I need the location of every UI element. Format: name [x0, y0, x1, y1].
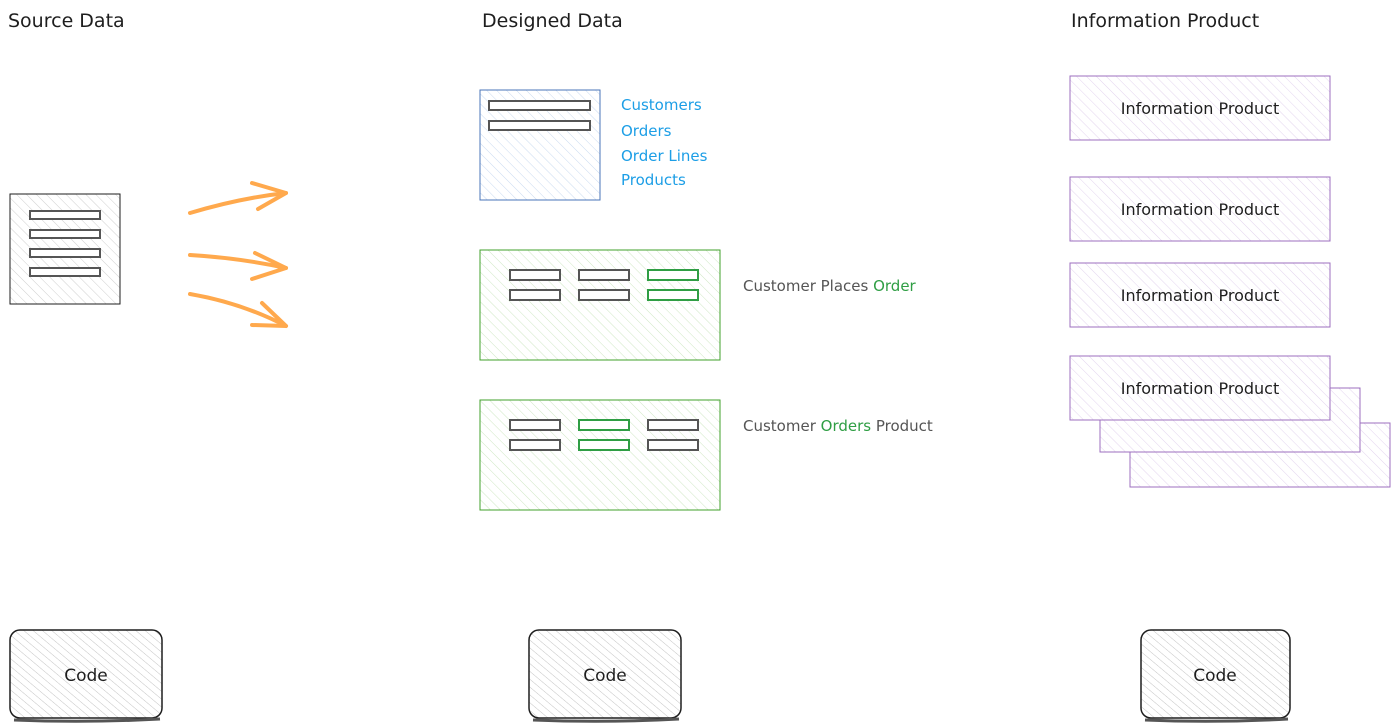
relationship-box-orders-product [479, 399, 721, 511]
flow-arrow-middle [188, 251, 288, 281]
table-name-orders: Orders [621, 122, 672, 140]
table-name-order-lines: Order Lines [621, 147, 708, 165]
relationship-label-places-order: Customer Places Order [743, 277, 917, 295]
code-block-source: Code [9, 629, 163, 723]
code-block-product: Code [1140, 629, 1291, 723]
information-product-box-2: Information Product [1069, 176, 1331, 242]
code-label-designed: Code [583, 666, 627, 686]
source-data-title: Source Data [8, 10, 125, 32]
table-names: Customers Orders Order Lines Products [621, 96, 708, 189]
designed-data-title: Designed Data [482, 10, 623, 32]
information-product-label-1: Information Product [1121, 99, 1279, 118]
table-list-box [479, 89, 601, 201]
code-label-product: Code [1193, 666, 1237, 686]
information-product-box-3: Information Product [1069, 262, 1331, 328]
information-product-title: Information Product [1071, 10, 1259, 32]
relationship-label-orders-product: Customer Orders Product [743, 417, 933, 435]
information-product-label-2: Information Product [1121, 200, 1279, 219]
table-name-products: Products [621, 171, 686, 189]
flow-arrow-bottom [188, 292, 288, 328]
information-product-box-1: Information Product [1069, 75, 1331, 141]
flow-arrows [188, 181, 288, 328]
source-document [9, 193, 121, 305]
table-name-customers: Customers [621, 96, 702, 114]
code-label-source: Code [64, 666, 108, 686]
information-product-stack: Information Product [1069, 355, 1391, 488]
code-block-designed: Code [528, 629, 682, 723]
flow-arrow-top [188, 181, 288, 215]
information-product-label-4: Information Product [1121, 379, 1279, 398]
relationship-box-places-order [479, 249, 721, 361]
information-product-label-3: Information Product [1121, 286, 1279, 305]
